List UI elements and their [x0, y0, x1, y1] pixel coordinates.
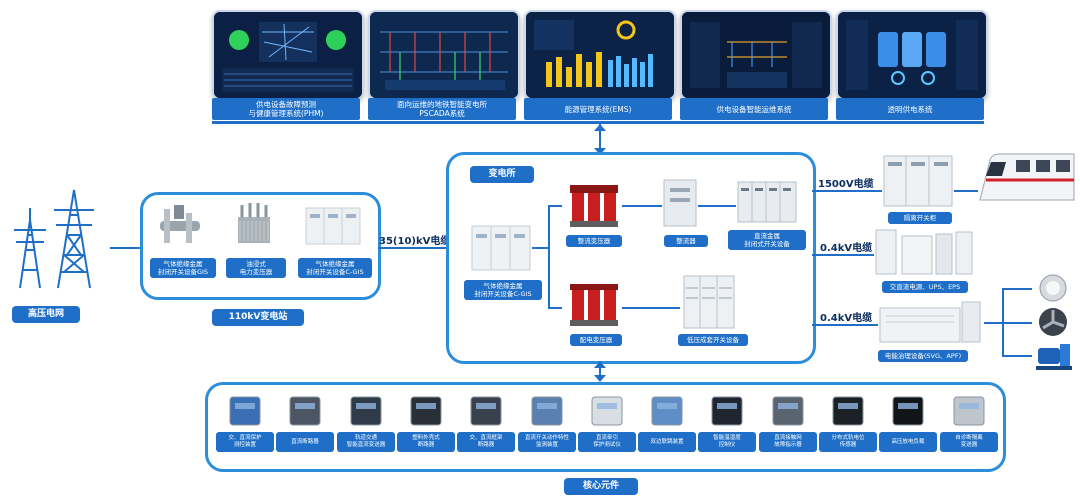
rail-potential-icon: [821, 394, 875, 428]
cgis-cabinet-icon: [305, 207, 361, 245]
isolation-cabinet-icon: [883, 155, 953, 207]
arrow-down-icon: [594, 148, 606, 155]
dc-monitor-icon: [520, 394, 574, 428]
link-train: [954, 190, 978, 192]
protection-device-icon: [218, 394, 272, 428]
core-link-arrow: [599, 361, 601, 381]
dual-trip-icon: [640, 394, 694, 428]
cable-04b-line: [812, 324, 878, 326]
systems-link-arrow: [599, 124, 601, 154]
core-component-label: 高压放电负载: [879, 432, 937, 452]
rectifier-transformer-icon: [570, 185, 618, 227]
systems-bus-line: [212, 121, 984, 124]
metro-train-icon: [979, 153, 1075, 201]
pump-icon: [1036, 344, 1072, 370]
ems-screenshot: [524, 10, 676, 100]
isolation-cabinet-label: 隔离开关柜: [888, 212, 952, 224]
core-components-title: 核心元件: [564, 478, 638, 495]
core-component-label: 双边联跳装置: [638, 432, 696, 452]
arrow-up-core-icon: [594, 361, 606, 368]
cable-1500-line: [812, 190, 882, 192]
fan-icon: [1039, 308, 1067, 336]
cgis-substation-icon: [471, 225, 531, 271]
distribution-transformer-icon: [570, 284, 618, 326]
gis-equipment-icon: [160, 205, 200, 243]
bus-to-dist-transformer: [548, 307, 562, 309]
cable-04b-label: 0.4kV电缆: [820, 313, 873, 324]
system-label-ems: 能源管理系统(EMS): [524, 98, 672, 120]
core-component-label: 轨道交通 智能直流变送器: [337, 432, 395, 452]
cable-35kv-label: 35(10)kV电缆: [379, 236, 451, 247]
transparent-screenshot: [836, 10, 988, 100]
system-label-phm: 供电设备故障预测 与健康管理系统(PHM): [212, 98, 360, 120]
fault-indicator-icon: [761, 394, 815, 428]
traction-tester-icon: [580, 394, 634, 428]
bus-to-rectifier-transformer: [548, 205, 562, 207]
dc-switchgear-icon: [737, 181, 797, 223]
substation-bus-v: [548, 205, 550, 309]
cable-1500-label: 1500V电缆: [818, 179, 874, 190]
link-dc-switchgear: [698, 205, 736, 207]
grid-label: 高压电网: [12, 306, 80, 323]
om-screenshot: [680, 10, 832, 100]
core-component-label: 交、直流保护 测控装置: [216, 432, 274, 452]
lv-switchgear-icon: [683, 275, 735, 329]
rectifier-transformer-label: 整流变压器: [566, 235, 622, 247]
lv-switchgear-label: 低压成套开关设备: [678, 334, 748, 346]
core-component-label: 交、直流框架 断路器: [457, 432, 515, 452]
station-110kv-title: 110kV变电站: [212, 309, 304, 326]
arrow-up-icon: [594, 124, 606, 131]
link-load-3: [1002, 355, 1032, 357]
arrow-down-core-icon: [594, 375, 606, 382]
oil-transformer-icon: [238, 203, 270, 243]
core-component-label: 直流牵引 保护测试仪: [578, 432, 636, 452]
phm-screenshot: [212, 10, 364, 100]
core-component-label: 直流接触网 故障指示器: [759, 432, 817, 452]
grid-connector: [110, 247, 140, 249]
pscada-screenshot: [368, 10, 520, 100]
gis-label: 气体绝缘金属 封闭开关设备GIS: [150, 258, 216, 278]
cable-04a-label: 0.4kV电缆: [820, 243, 873, 254]
core-component-label: 智能温湿度 控制仪: [698, 432, 756, 452]
link-load-1: [1002, 288, 1032, 290]
power-quality-label: 电能治理设备(SVG、APF): [878, 350, 968, 362]
core-component-label: 自诊断隔离 变送器: [940, 432, 998, 452]
system-label-om: 供电设备智能运维系统: [680, 98, 828, 120]
dc-breaker-icon: [278, 394, 332, 428]
system-label-pscada: 面向运维的地铁智能变电所 PSCADA系统: [368, 98, 516, 120]
acdc-power-icon: [875, 229, 973, 275]
lamp-icon: [1039, 274, 1067, 302]
temp-humidity-icon: [700, 394, 754, 428]
isolation-transmitter-icon: [942, 394, 996, 428]
cgis-substation-label: 气体绝缘金属 封闭开关设备C-GIS: [464, 280, 542, 300]
mccb-icon: [399, 394, 453, 428]
transmission-tower-icon: [14, 189, 94, 289]
rectifier-label: 整流器: [664, 235, 708, 247]
cable-04a-line: [812, 254, 874, 256]
core-component-label: 直流开关动作特性 监测装置: [518, 432, 576, 452]
discharge-load-icon: [881, 394, 935, 428]
dc-switchgear-label: 直流金属 封闭式开关设备: [728, 230, 806, 250]
cgis-label-110: 气体绝缘金属 封闭开关设备C-GIS: [298, 258, 372, 278]
rectifier-icon: [663, 179, 697, 227]
link-lv-switchgear: [622, 307, 680, 309]
dc-transmitter-icon: [339, 394, 393, 428]
system-label-transparent: 透明供电系统: [836, 98, 984, 120]
core-component-label: 分布式轨电位 传感器: [819, 432, 877, 452]
link-load-2: [1002, 322, 1032, 324]
acdc-power-label: 交直流电源、UPS、EPS: [882, 281, 968, 293]
substation-title: 变电所: [470, 166, 534, 183]
power-quality-icon: [879, 301, 981, 343]
core-component-label: 塑料外壳式 断路器: [397, 432, 455, 452]
substation-bus-h: [532, 247, 548, 249]
link-rectifier: [622, 205, 662, 207]
cable-35kv-line: [378, 247, 446, 249]
link-loads: [984, 322, 1002, 324]
core-component-label: 直流断路器: [276, 432, 334, 452]
distribution-transformer-label: 配电变压器: [570, 334, 622, 346]
frame-breaker-icon: [459, 394, 513, 428]
oil-transformer-label: 油浸式 电力变压器: [226, 258, 286, 278]
